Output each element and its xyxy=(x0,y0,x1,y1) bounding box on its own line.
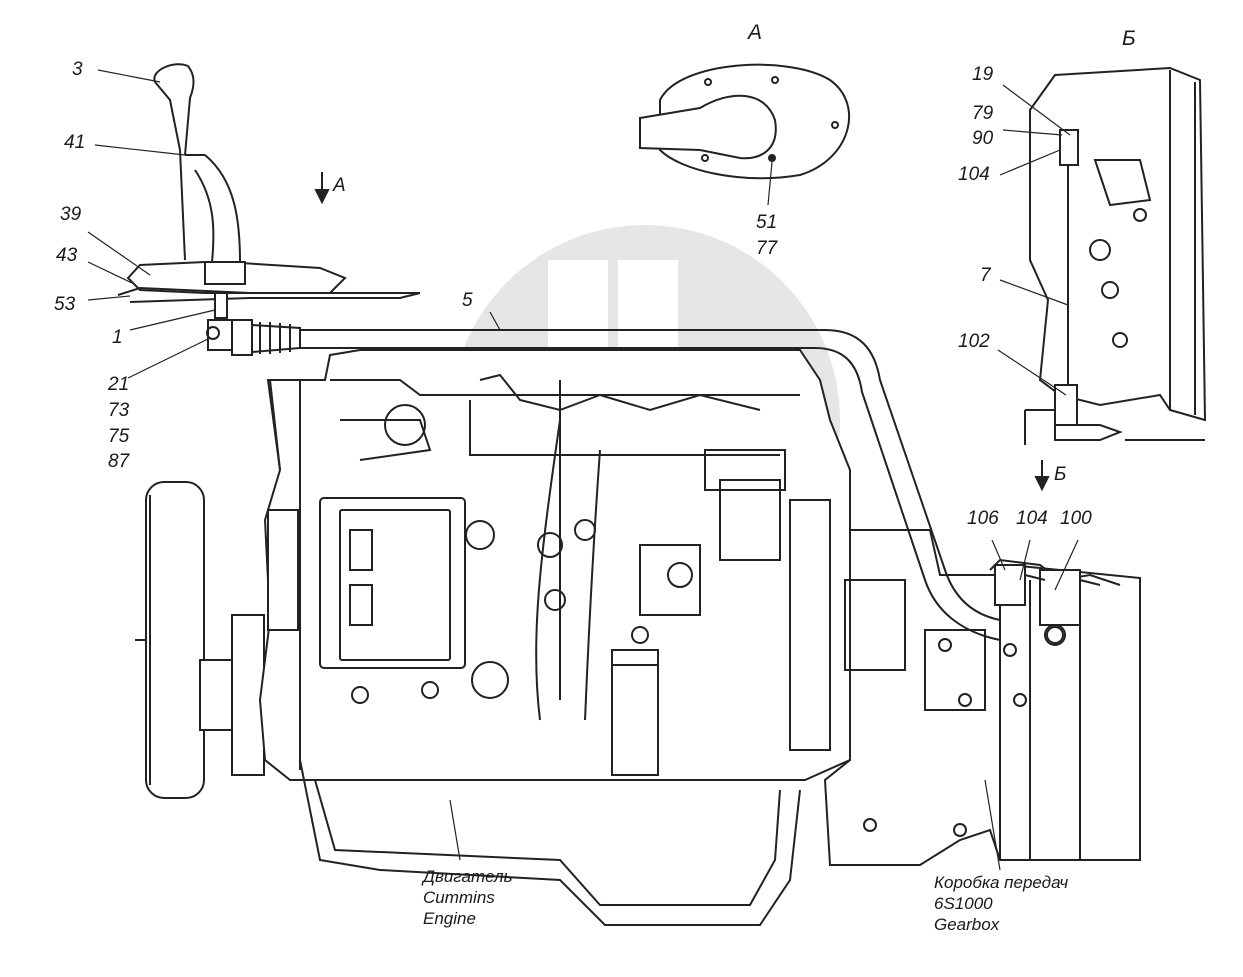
view-arrows xyxy=(314,172,1050,492)
callout-1: 1 xyxy=(112,327,123,348)
callout-106: 106 xyxy=(967,508,999,529)
engine-caption-ru: Двигатель xyxy=(423,867,513,886)
callout-104-view-b: 104 xyxy=(958,164,990,185)
callout-5: 5 xyxy=(462,290,473,311)
callout-53: 53 xyxy=(54,294,76,315)
engine-caption-model: Cummins xyxy=(423,888,495,907)
callout-3: 3 xyxy=(72,59,83,80)
callout-100: 100 xyxy=(1060,508,1092,529)
callout-102: 102 xyxy=(958,331,990,352)
view-b-title: Б xyxy=(1122,27,1136,50)
engine-caption-en: Engine xyxy=(423,909,476,928)
arrow-a-label: А xyxy=(333,175,346,196)
callout-77: 77 xyxy=(756,238,778,259)
view-a-title: А xyxy=(748,21,763,44)
leader-lines xyxy=(87,69,1079,871)
callout-7: 7 xyxy=(980,265,991,286)
arrow-b-label: Б xyxy=(1054,464,1067,485)
flywheel xyxy=(135,481,265,799)
callout-104: 104 xyxy=(1016,508,1048,529)
shift-mechanism xyxy=(994,564,1101,646)
callout-75: 75 xyxy=(108,426,130,447)
callout-43: 43 xyxy=(56,245,78,266)
callout-39: 39 xyxy=(60,204,82,225)
callout-51: 51 xyxy=(756,212,778,233)
gearbox-caption-ru: Коробка передач xyxy=(934,873,1069,892)
view-a-cover xyxy=(639,63,851,180)
gearbox xyxy=(823,529,1141,866)
callout-19: 19 xyxy=(972,64,994,85)
callout-73: 73 xyxy=(108,400,130,421)
engine-block xyxy=(258,349,851,926)
gearbox-caption-en: Gearbox xyxy=(934,915,1000,934)
callout-90: 90 xyxy=(972,128,994,149)
callout-41: 41 xyxy=(64,132,86,153)
callout-87: 87 xyxy=(108,451,130,472)
gearbox-caption-model: 6S1000 xyxy=(934,894,993,913)
gear-lever-assembly xyxy=(117,63,421,351)
callout-79: 79 xyxy=(972,103,994,124)
callout-21: 21 xyxy=(108,374,130,395)
shift-cable xyxy=(231,319,1001,641)
view-b-detail xyxy=(1024,66,1207,445)
